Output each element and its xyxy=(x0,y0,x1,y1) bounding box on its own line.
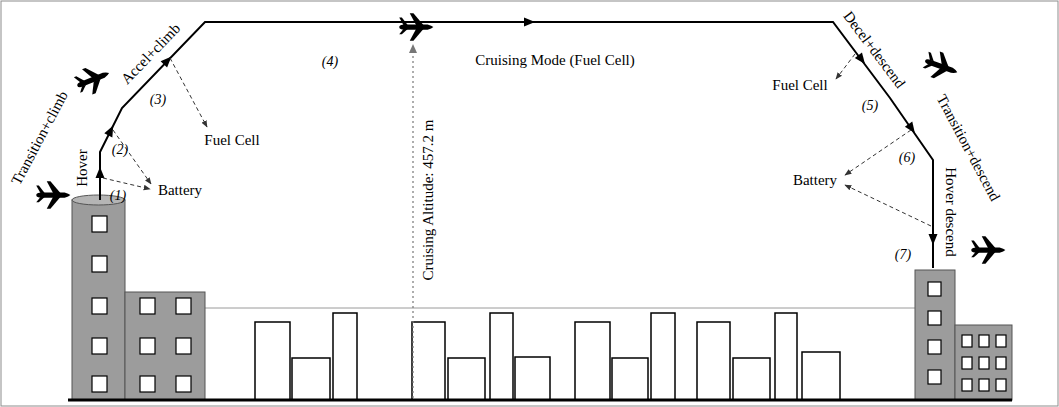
altitude-arrowhead xyxy=(409,44,417,53)
airplane xyxy=(399,13,433,40)
phase-label: Hover descend xyxy=(943,167,958,257)
skyline-line xyxy=(205,308,915,309)
mode-label: Cruising Mode (Fuel Cell) xyxy=(475,53,635,68)
step-number: (2) xyxy=(112,143,128,157)
altitude-label: Cruising Altitude: 457.2 m xyxy=(421,120,436,281)
step-number: (4) xyxy=(322,55,338,69)
airplane xyxy=(971,236,1005,263)
flight-path xyxy=(100,22,933,268)
step-number: (6) xyxy=(899,151,915,165)
power-source-label: Battery xyxy=(793,173,837,188)
path-arrowheads xyxy=(96,18,938,246)
altitude-line xyxy=(412,48,413,398)
arrival-building xyxy=(915,270,1012,400)
step-number: (5) xyxy=(862,99,878,113)
power-source-label: Fuel Cell xyxy=(772,78,827,93)
airplane xyxy=(36,181,70,208)
power-source-label: Fuel Cell xyxy=(204,133,259,148)
airplane xyxy=(921,48,962,85)
city-buildings xyxy=(255,313,840,400)
phase-label: Accel+climb xyxy=(119,21,184,87)
departure-building xyxy=(72,195,205,400)
leader-lines xyxy=(103,54,931,226)
step-number: (1) xyxy=(110,189,126,203)
phase-label: Transition+climb xyxy=(9,89,71,188)
airplane xyxy=(72,60,114,98)
ground-line xyxy=(68,399,1012,402)
phase-label: Hover xyxy=(75,149,90,187)
step-number: (3) xyxy=(150,93,166,107)
step-number: (7) xyxy=(895,248,911,262)
power-source-label: Battery xyxy=(158,183,202,198)
phase-label: Decel+descend xyxy=(840,9,907,91)
